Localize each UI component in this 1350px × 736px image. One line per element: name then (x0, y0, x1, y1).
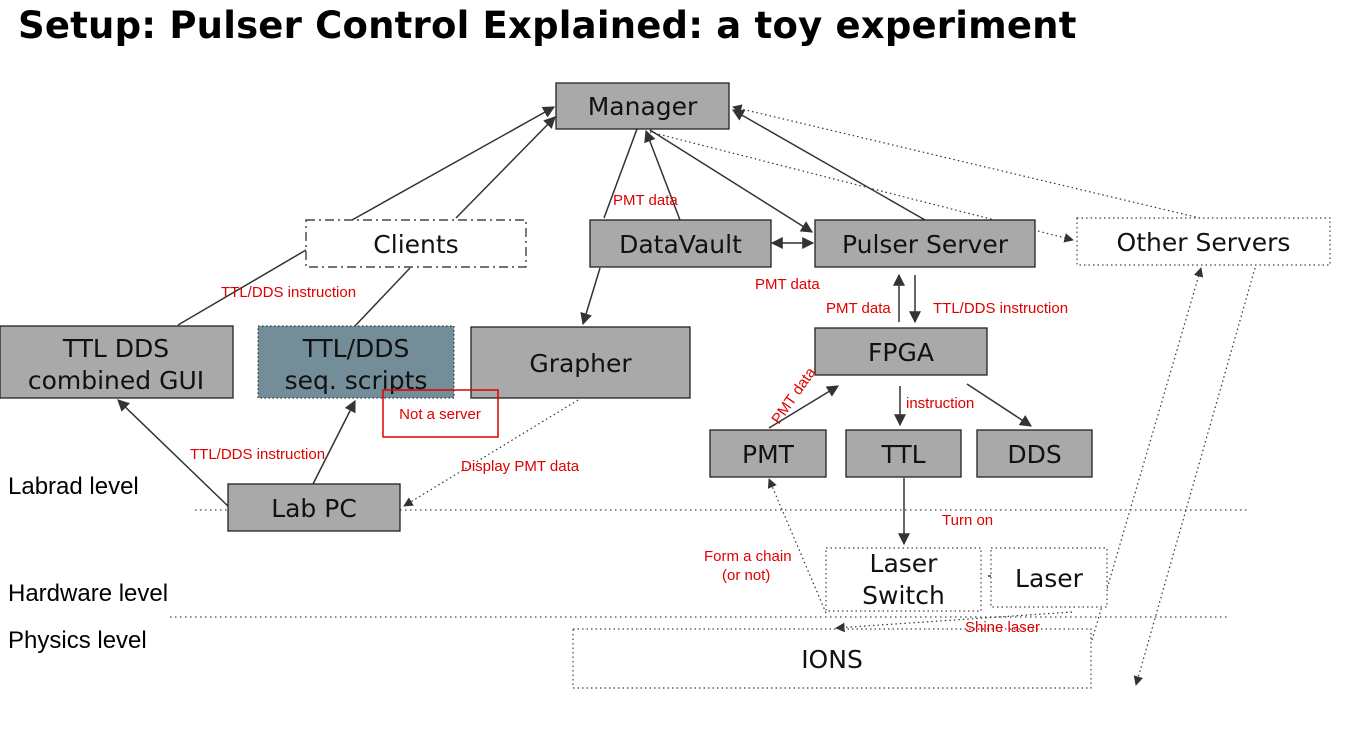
ttl-dds-gui-label-line1: TTL DDS (62, 334, 169, 363)
laser-label: Laser (1015, 564, 1084, 593)
edge-otherservers-ions (1133, 267, 1256, 686)
node-laser: Laser (990, 547, 1108, 608)
node-ttl-dds-gui: TTL DDS combined GUI (0, 325, 234, 399)
edge-clients-manager-left (351, 106, 556, 221)
edge-otherservers-manager (732, 104, 1201, 219)
ttl-dds-instruction-clients-label: TTL/DDS instruction (221, 284, 356, 301)
hardware-level-label: Hardware level (8, 580, 168, 607)
ttl-dds-instruction-pulser-label: TTL/DDS instruction (933, 300, 1068, 317)
ions-label: IONS (801, 645, 863, 674)
datavault-label: DataVault (619, 230, 742, 259)
shine-laser-label: Shine laser (965, 619, 1040, 636)
pmt-data-manager-label: PMT data (613, 192, 678, 209)
page-title: Setup: Pulser Control Explained: a toy e… (18, 4, 1077, 47)
not-a-server-label: Not a server (399, 406, 481, 423)
node-manager: Manager (555, 82, 730, 130)
ttl-label: TTL (880, 440, 925, 469)
node-other-servers: Other Servers (1076, 217, 1331, 266)
edge-manager-otherservers (649, 131, 1074, 243)
node-clients: Clients (305, 219, 527, 268)
pmt-label: PMT (742, 440, 795, 469)
not-a-server-callout: Not a server (382, 389, 499, 438)
edge-labpc-scripts (312, 399, 356, 485)
edge-datavault-grapher (580, 267, 601, 326)
fpga-label: FPGA (868, 338, 934, 367)
edge-clients-gui (177, 249, 307, 326)
pmt-data-datavault-label: PMT data (755, 276, 820, 293)
grapher-label: Grapher (529, 349, 632, 378)
edge-ions-pmt (767, 478, 827, 614)
seq-scripts-label-line1: TTL/DDS (302, 334, 410, 363)
dds-label: DDS (1007, 440, 1061, 469)
edge-manager-pulser (649, 129, 814, 233)
turn-on-label: Turn on (942, 512, 993, 529)
pmt-data-fpga-label: PMT data (768, 364, 819, 427)
labrad-level-label: Labrad level (8, 473, 139, 500)
node-ttl: TTL (845, 429, 962, 478)
edge-manager-datavault (603, 128, 638, 219)
laser-switch-label-line2: Switch (862, 581, 945, 610)
node-dds: DDS (976, 429, 1093, 478)
instruction-label: instruction (906, 395, 974, 412)
node-seq-scripts: TTL/DDS seq. scripts (257, 325, 455, 399)
manager-label: Manager (588, 92, 698, 121)
edge-datavault-manager (644, 129, 681, 221)
physics-level-label: Physics level (8, 627, 147, 654)
pmt-data-pulser-label: PMT data (826, 300, 891, 317)
solid-edges (117, 106, 1033, 582)
dotted-edges (403, 104, 1256, 686)
edge-laser-ions (835, 611, 1073, 633)
pulser-server-label: Pulser Server (842, 230, 1009, 259)
ttl-dds-instruction-labpc-label: TTL/DDS instruction (190, 446, 325, 463)
node-ions: IONS (572, 628, 1092, 689)
node-laser-switch: Laser Switch (825, 547, 982, 612)
edge-fpga-dds (966, 383, 1033, 427)
edge-clients-manager-right (455, 116, 556, 219)
form-a-chain-label-line2: (or not) (722, 567, 770, 584)
lab-pc-label: Lab PC (271, 494, 357, 523)
node-datavault: DataVault (589, 219, 772, 268)
node-grapher: Grapher (470, 326, 691, 399)
node-pmt: PMT (709, 429, 827, 478)
edge-ions-otherservers (1091, 267, 1204, 641)
laser-switch-label-line1: Laser (870, 549, 939, 578)
node-pulser-server: Pulser Server (814, 219, 1036, 268)
edge-pulser-manager (731, 109, 926, 221)
form-a-chain-label-line1: Form a chain (704, 548, 792, 565)
ttl-dds-gui-label-line2: combined GUI (28, 366, 204, 395)
display-pmt-data-label: Display PMT data (461, 458, 580, 475)
node-fpga: FPGA (814, 327, 988, 376)
clients-label: Clients (373, 230, 458, 259)
node-lab-pc: Lab PC (227, 483, 401, 532)
edge-pmt-fpga (768, 385, 840, 429)
other-servers-label: Other Servers (1117, 228, 1291, 257)
edge-clients-scripts (354, 267, 411, 327)
edge-labpc-gui (117, 399, 231, 509)
